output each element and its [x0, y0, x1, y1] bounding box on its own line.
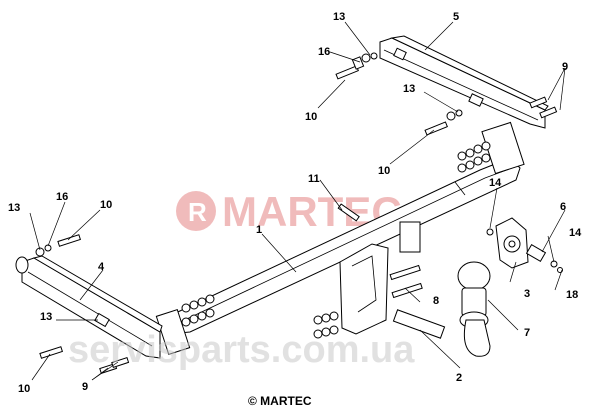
cross-member-bracket-5: [379, 35, 549, 129]
nut-cluster-right: [457, 141, 491, 173]
callout-11: 11: [308, 173, 320, 185]
callout-1: 1: [256, 224, 262, 236]
callout-5: 5: [453, 11, 459, 23]
side-bracket-4: [15, 255, 163, 359]
callout-4: 4: [98, 261, 105, 273]
nut-cluster-left: [181, 294, 215, 327]
watermark-site: servisparts.com.ua: [68, 329, 415, 371]
callout-10-bottom: 10: [18, 383, 30, 395]
callout-6: 6: [560, 201, 566, 213]
callout-16-top: 16: [318, 46, 330, 58]
callout-3: 3: [524, 288, 530, 300]
callout-14-right: 14: [569, 227, 582, 239]
bolt-group-left: [35, 234, 130, 374]
callout-10-left: 10: [100, 199, 112, 211]
callout-13-left: 13: [8, 202, 20, 214]
callout-14-upper: 14: [489, 177, 502, 189]
callout-16-left: 16: [56, 191, 68, 203]
center-plate: [339, 243, 389, 335]
copyright-label: © MARTEC: [248, 394, 312, 408]
callout-9-bottom: 9: [82, 381, 88, 393]
callout-8: 8: [433, 295, 439, 307]
bolt-group-upper: [335, 52, 558, 136]
callout-numbers: 13 16 10 5 9 13 10 11 14 6 14 1 3 18 13 …: [8, 11, 582, 395]
bolts-8: [313, 264, 423, 339]
spring-6: [525, 243, 563, 273]
leader-lines: [29, 21, 566, 381]
callout-18: 18: [566, 289, 578, 301]
main-tube-1: [155, 121, 525, 356]
martec-logo-icon: [176, 191, 216, 231]
tow-ball-7: [457, 261, 491, 329]
bolt-11: [337, 203, 360, 222]
callout-13-bottom: 13: [40, 311, 52, 323]
callout-9-right: 9: [562, 61, 568, 73]
callout-10-mid: 10: [378, 165, 390, 177]
callout-7: 7: [524, 327, 530, 339]
ball-neck-2: [392, 309, 491, 357]
callout-2: 2: [456, 372, 462, 384]
callout-10-top: 10: [305, 111, 317, 123]
callout-13-top: 13: [333, 11, 345, 23]
socket-plate-3: [495, 217, 529, 269]
svg-text:R: R: [188, 197, 207, 227]
washer-14: [486, 228, 494, 236]
callout-13-mid: 13: [403, 83, 415, 95]
